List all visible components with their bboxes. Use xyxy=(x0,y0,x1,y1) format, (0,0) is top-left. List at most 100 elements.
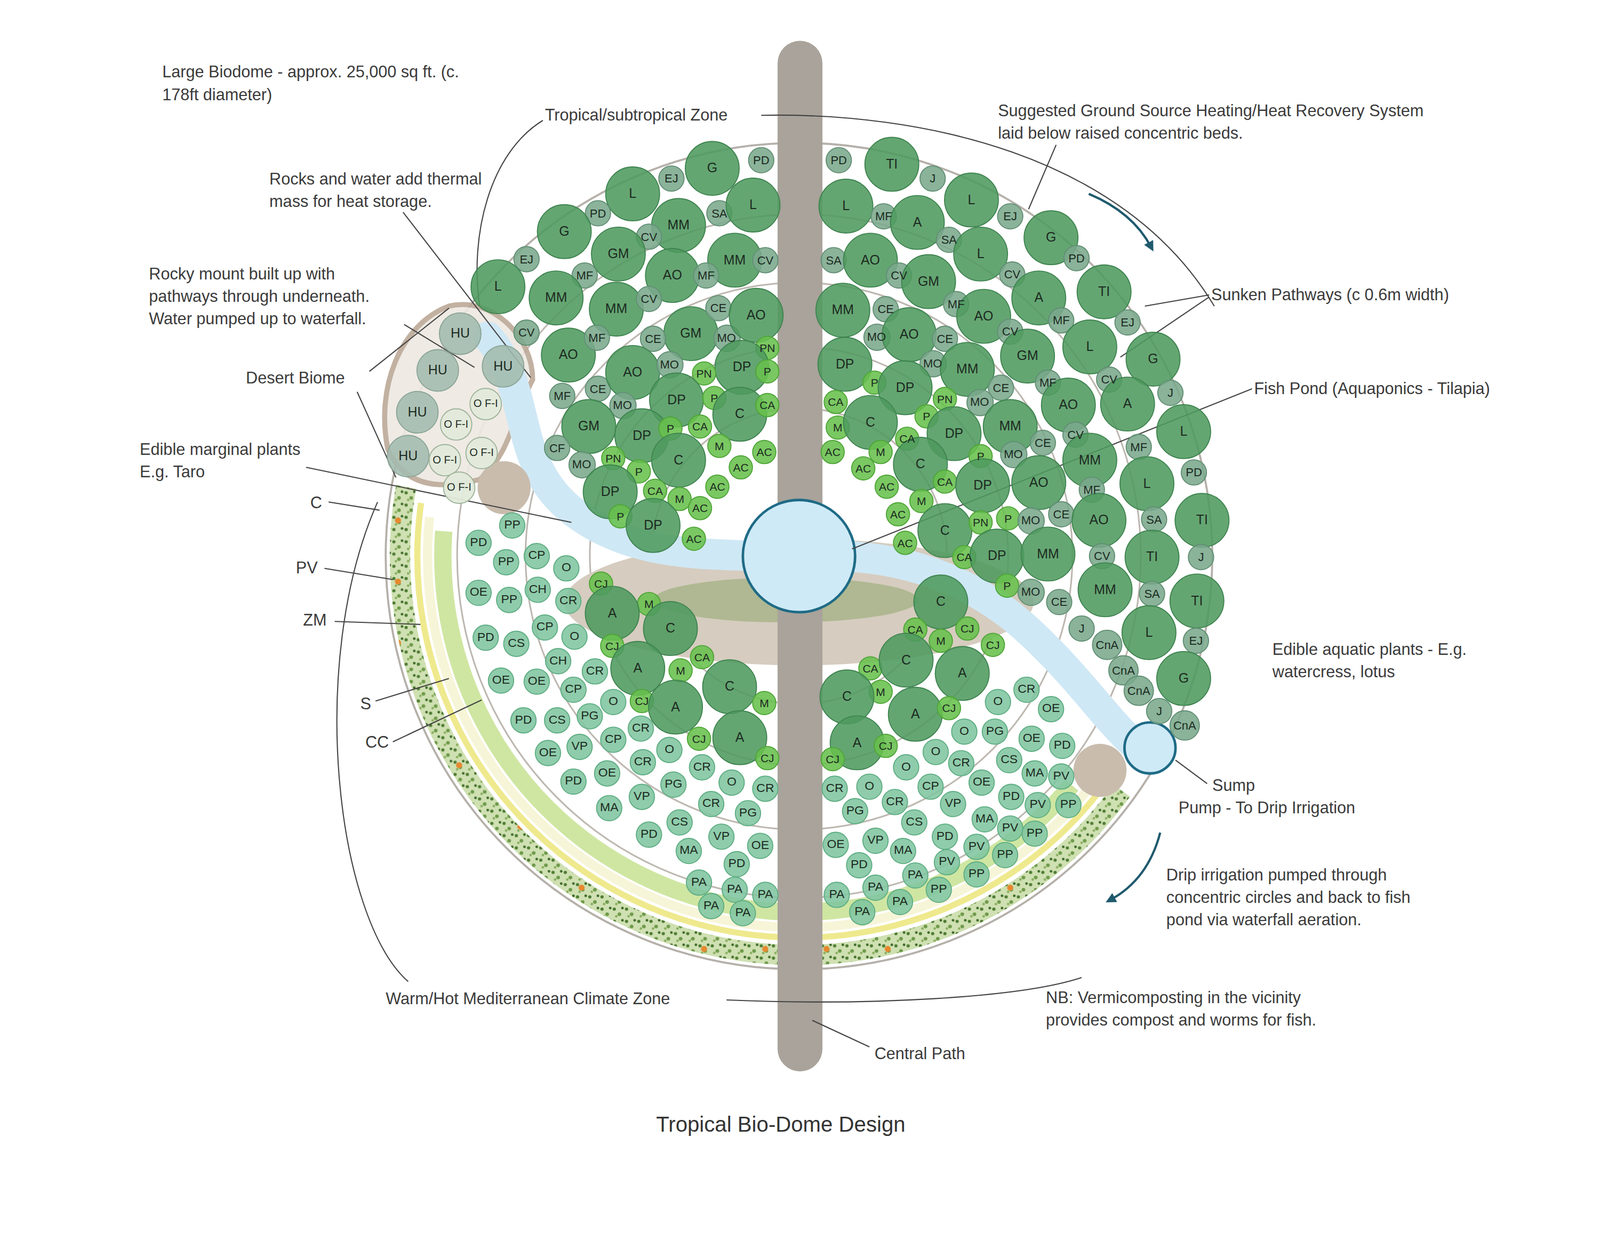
plant-circle: CJ xyxy=(686,726,712,751)
plant-code: CV xyxy=(1100,373,1118,387)
plant-circle: AC xyxy=(885,501,911,527)
plant-code: CR xyxy=(693,760,711,774)
plant-circle: CR xyxy=(1013,676,1040,703)
plant-code: PA xyxy=(854,905,870,919)
plant-circle: MM xyxy=(1020,526,1076,582)
plant-code: G xyxy=(1045,230,1056,245)
plant-code: C xyxy=(915,457,926,472)
plant-circle: CH xyxy=(524,576,551,604)
plant-circle: MA xyxy=(889,837,917,865)
plant-code: TI xyxy=(1098,284,1110,300)
plant-code: PV xyxy=(1002,821,1019,836)
plant-circle: PP xyxy=(1054,792,1082,819)
plant-code: CA xyxy=(647,484,663,498)
plant-code: O xyxy=(561,561,572,575)
plant-code: P xyxy=(1004,512,1012,525)
plant-circle: L xyxy=(1156,404,1212,460)
plant-code: CR xyxy=(634,755,652,770)
plant-circle: C xyxy=(712,386,767,442)
plant-circle: L xyxy=(1121,605,1177,661)
plant-circle: PD xyxy=(1180,459,1208,486)
plant-code: DP xyxy=(973,478,992,493)
plant-code: DP xyxy=(732,360,752,375)
plant-code: AC xyxy=(692,501,708,515)
plant-circle: CR xyxy=(947,749,975,777)
plant-code: CJ xyxy=(760,752,775,765)
plant-circle: DP xyxy=(625,498,681,554)
plant-circle: CP xyxy=(523,542,551,570)
plant-code: PA xyxy=(892,895,908,909)
annotation: Edible aquatic plants - E.g. watercress,… xyxy=(1272,638,1472,684)
plant-code: PV xyxy=(968,840,986,854)
plant-code: A xyxy=(957,666,967,681)
plant-code: P xyxy=(870,376,879,389)
plant-code: J xyxy=(1156,704,1163,718)
plant-code: CH xyxy=(529,582,547,597)
plant-code: P xyxy=(922,410,931,423)
plant-code: PG xyxy=(846,804,864,818)
plant-circle: C xyxy=(878,632,934,688)
plant-code: DP xyxy=(945,426,964,441)
plant-code: A xyxy=(633,661,643,676)
plant-code: CA xyxy=(862,662,878,675)
plant-circle: VP xyxy=(628,783,656,811)
plant-circle: CE xyxy=(705,294,732,322)
plant-code: CV xyxy=(890,268,908,282)
plant-circle: PA xyxy=(698,892,725,920)
plant-code: P xyxy=(763,365,772,378)
plant-code: C xyxy=(901,652,911,668)
plant-circle: CJ xyxy=(980,632,1006,658)
plant-code: G xyxy=(1147,352,1158,367)
plant-code: MM xyxy=(667,218,690,233)
plant-code: CR xyxy=(702,797,720,811)
plant-code: PG xyxy=(580,709,599,723)
plant-circle: CR xyxy=(555,587,582,615)
plant-code: A xyxy=(910,707,920,722)
plant-circle: MM xyxy=(528,270,584,326)
plant-circle: MA xyxy=(675,837,703,865)
plant-code: MM xyxy=(605,301,628,317)
plant-circle: AC xyxy=(752,440,777,465)
plant-circle: CV xyxy=(635,285,663,313)
plant-code: PP xyxy=(1060,798,1077,812)
plant-code: CP xyxy=(604,733,622,747)
plant-circle: CnA xyxy=(1091,629,1123,660)
plant-circle: CP xyxy=(560,676,587,703)
plant-code: CR xyxy=(586,664,604,678)
plant-code: VP xyxy=(633,790,651,804)
plant-code: OE xyxy=(528,674,546,688)
plant-circle: CR xyxy=(629,748,656,776)
plant-code: CV xyxy=(1002,325,1019,339)
plant-circle: PV xyxy=(963,833,990,861)
plant-circle: PD xyxy=(560,768,587,796)
plant-code: AO xyxy=(558,347,579,363)
plant-code: G xyxy=(1178,671,1189,686)
plant-code: CR xyxy=(632,721,650,735)
plant-circle: J xyxy=(1157,379,1184,407)
plant-code: TI xyxy=(1146,549,1158,565)
plant-circle: VP xyxy=(708,823,735,851)
plant-circle: CS xyxy=(666,809,693,836)
plant-circle: O xyxy=(553,555,580,582)
plant-code: O xyxy=(864,780,875,794)
plant-code: L xyxy=(1145,625,1153,640)
plant-circle: PG xyxy=(981,718,1009,746)
plant-circle: M xyxy=(707,433,732,459)
plant-code: PD xyxy=(640,827,658,842)
plant-circle: P xyxy=(995,506,1021,531)
plant-code: MO xyxy=(572,457,591,471)
plant-circle: PP xyxy=(496,586,523,614)
plant-code: CnA xyxy=(1173,718,1197,732)
plant-circle: PP xyxy=(992,841,1019,869)
plant-code: G xyxy=(558,224,570,239)
plant-code: CE xyxy=(1034,436,1052,450)
plant-code: PD xyxy=(753,153,770,167)
plant-code: CV xyxy=(757,253,774,267)
annotation: Desert Biome xyxy=(245,367,345,390)
plant-code: CP xyxy=(922,780,940,794)
plant-circle: CR xyxy=(752,775,779,803)
annotation: Central Path xyxy=(874,1042,966,1066)
plant-code: CnA xyxy=(1095,638,1119,652)
plant-code: O xyxy=(569,629,580,644)
plant-circle: PA xyxy=(729,900,757,927)
